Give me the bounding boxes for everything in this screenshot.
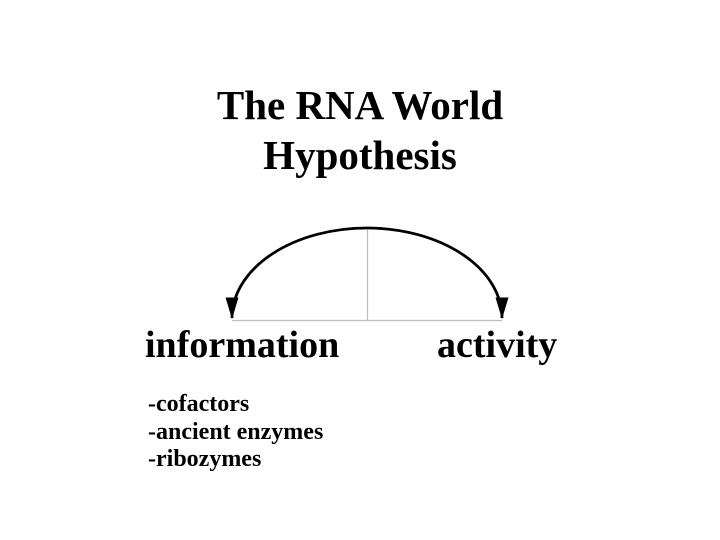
bullet-item-cofactors: -cofactors bbox=[148, 391, 250, 417]
arrow-head-left bbox=[225, 297, 239, 319]
arc-curve bbox=[230, 226, 504, 319]
slide-title-line-1: The RNA World bbox=[216, 82, 504, 129]
bullet-list: -cofactors -ancient enzymes -ribozymes bbox=[148, 391, 323, 474]
slide-title-line-2: Hypothesis bbox=[263, 132, 457, 179]
bullet-item-ribozymes: -ribozymes bbox=[148, 446, 262, 472]
arc-left-label: information bbox=[145, 324, 340, 366]
slide-title: The RNA World Hypothesis bbox=[0, 80, 720, 180]
bullet-item-ancient-enzymes: -ancient enzymes bbox=[148, 418, 324, 445]
arrow-head-right bbox=[495, 297, 509, 319]
arc-right-label: activity bbox=[437, 324, 558, 366]
